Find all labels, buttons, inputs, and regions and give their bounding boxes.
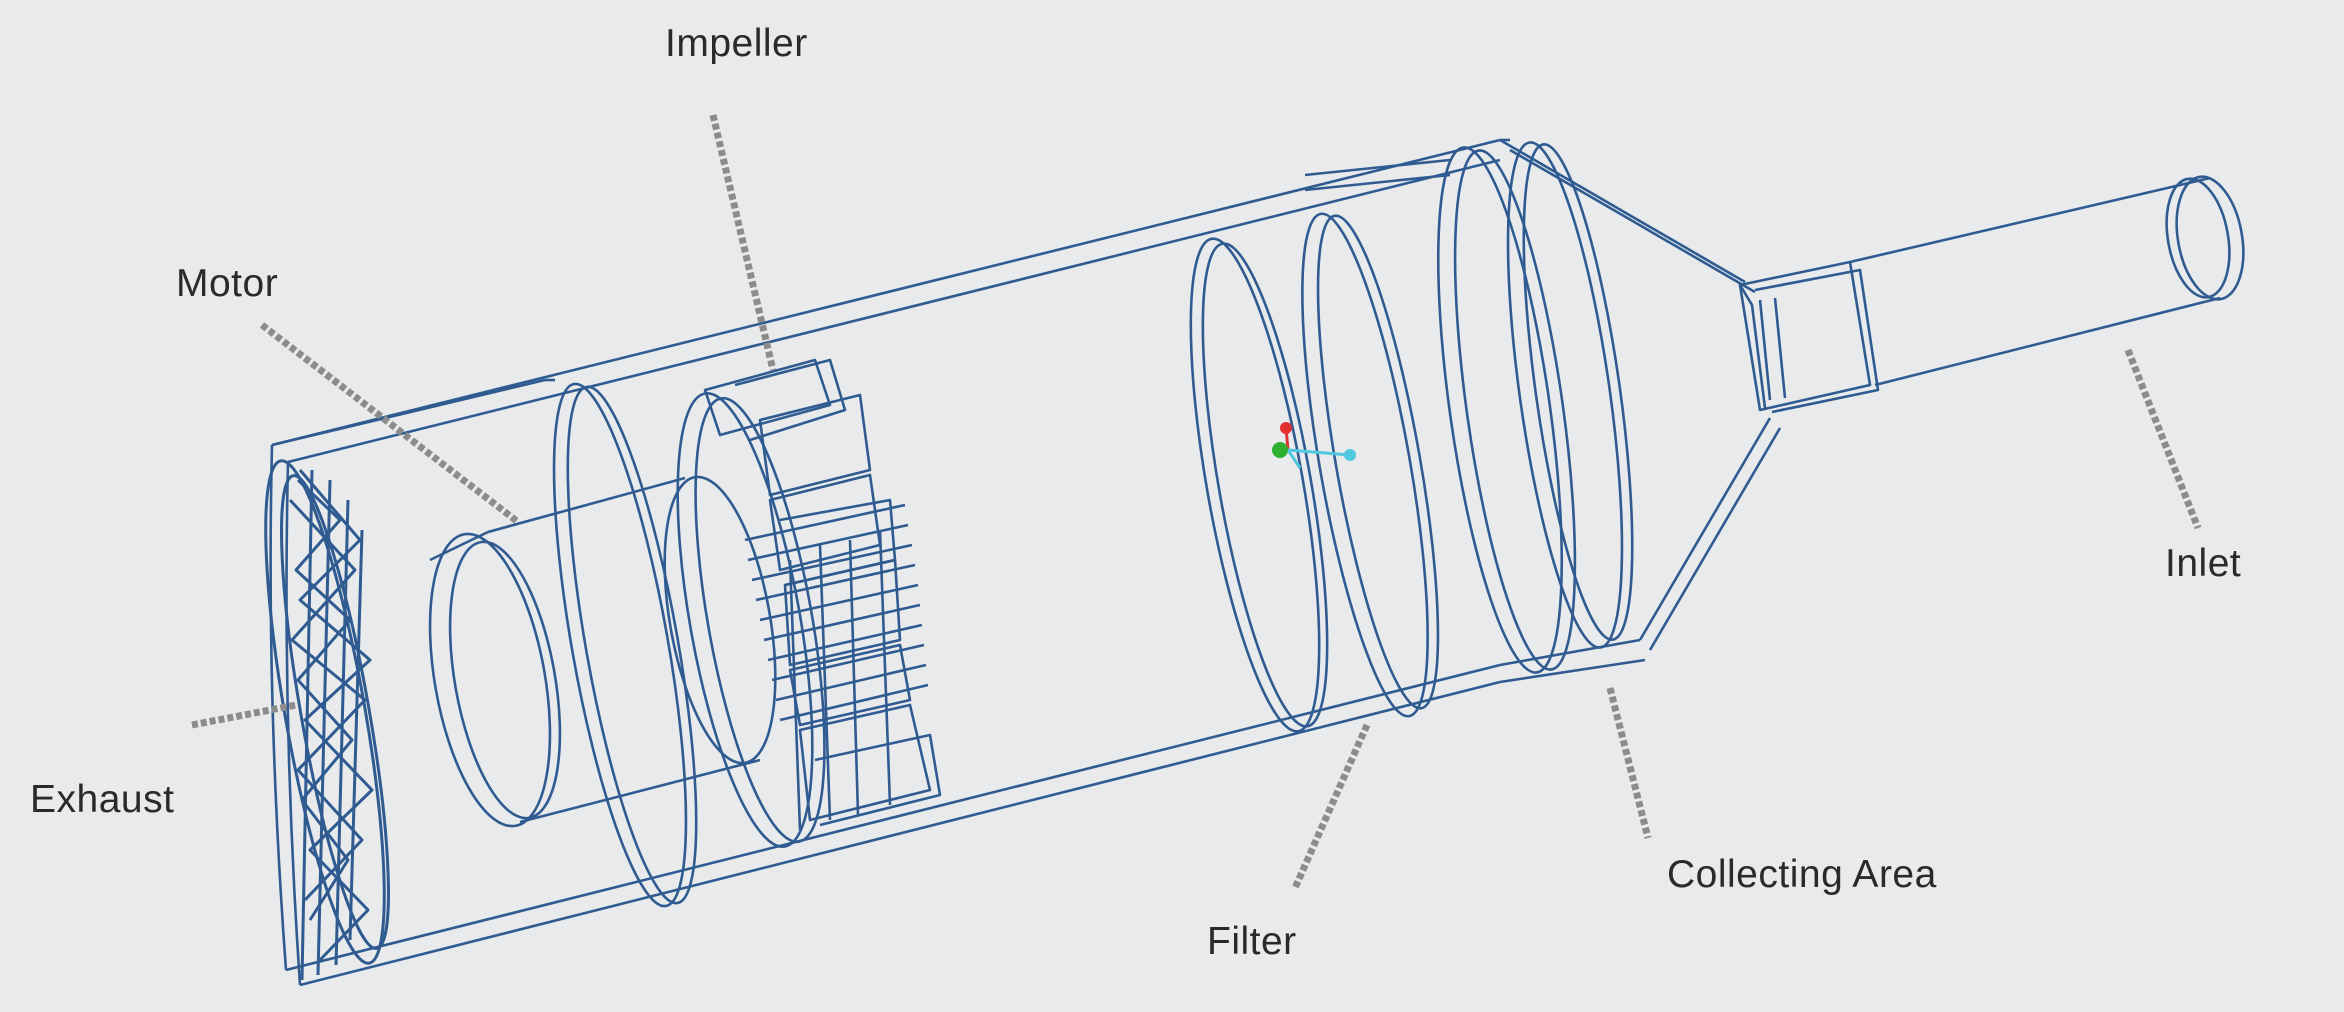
filter-rings [1189, 158, 1451, 733]
inlet-label: Inlet [2165, 542, 2242, 585]
impeller-label: Impeller [665, 22, 808, 65]
impeller-leader-line [709, 114, 777, 371]
axis-gizmo [1272, 422, 1356, 469]
collecting-area-rings [1436, 141, 1634, 674]
collecting-area-label: Collecting Area [1667, 853, 1937, 896]
inlet-leader-line [2124, 348, 2202, 530]
inlet-cone [1499, 138, 1782, 651]
inlet-pipe [1849, 175, 2245, 387]
collecting-area-leader-line [1606, 687, 1652, 839]
inlet-coupling [1738, 260, 1880, 414]
exhaust-grille [264, 459, 390, 981]
exhaust-leader-line [191, 701, 297, 729]
exhaust-section-ring [271, 378, 698, 908]
motor-leader-line [259, 322, 521, 525]
housing-outline [269, 138, 1646, 987]
exhaust-label: Exhaust [30, 778, 175, 821]
impeller-assembly [676, 358, 942, 849]
motor-label: Motor [176, 262, 279, 305]
filter-leader-line [1291, 723, 1371, 890]
filter-label: Filter [1207, 920, 1297, 963]
